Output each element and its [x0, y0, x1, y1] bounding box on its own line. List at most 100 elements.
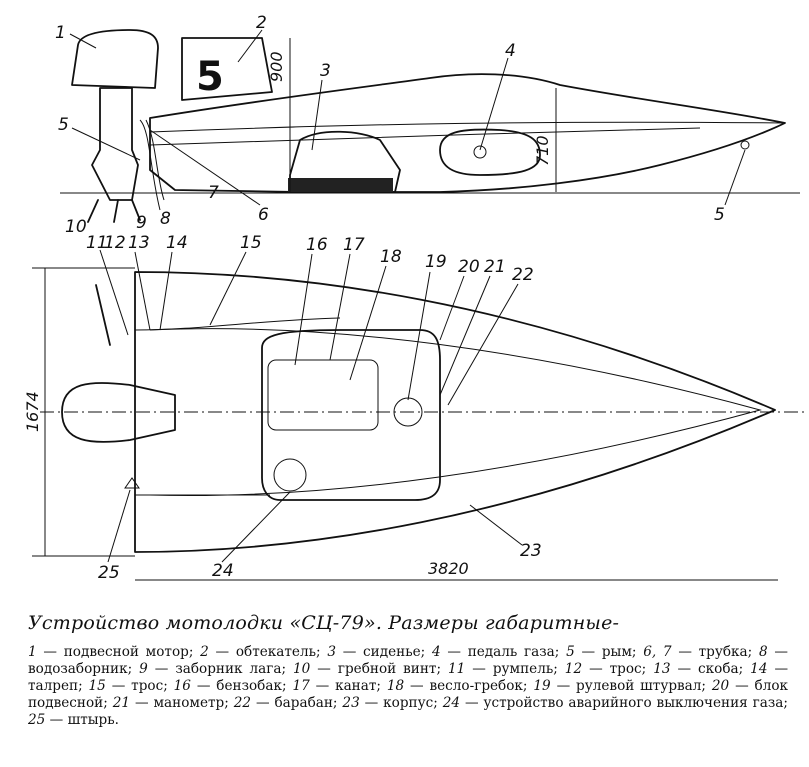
- legend-item-number: 17: [292, 678, 310, 694]
- pipe-7: [145, 119, 165, 201]
- callout-8: 8: [160, 209, 171, 229]
- drum: [273, 458, 307, 492]
- legend-item-number: 1: [28, 644, 37, 660]
- legend-item: 11 — румпель;: [448, 661, 558, 677]
- propeller: [87, 199, 141, 223]
- legend-item-number: 9: [139, 661, 148, 677]
- dim-710-text: 710: [533, 135, 552, 166]
- legend-item-text: обтекатель;: [235, 644, 321, 660]
- callout-16: 16: [306, 235, 328, 255]
- callout-11: 11: [86, 233, 108, 253]
- fuel-tank: [267, 359, 379, 431]
- legend-item-number: 24: [442, 695, 461, 711]
- legend-item: 9 — заборник лага;: [139, 661, 287, 677]
- callout-12: 12: [104, 233, 126, 253]
- legend-item-text: гребной винт;: [337, 661, 442, 677]
- leader-23: [469, 504, 523, 546]
- top-motor: [61, 382, 176, 443]
- leader-14: [159, 251, 173, 331]
- legend-item-number: 22: [233, 695, 252, 711]
- legend-item: 5 — рым;: [566, 644, 637, 660]
- leader-4: [479, 57, 509, 151]
- callout-22: 22: [512, 265, 534, 285]
- pin: [124, 477, 140, 489]
- legend-item: 12 — трос;: [564, 661, 647, 677]
- legend-item: 1 — подвесной мотор;: [28, 644, 194, 660]
- pipe-6: [139, 119, 161, 211]
- leader-13: [134, 251, 151, 331]
- tiller: [95, 284, 111, 346]
- legend-item: 2 — обтекатель;: [200, 644, 321, 660]
- gas-pedal: [473, 145, 487, 159]
- callout-18: 18: [380, 247, 402, 267]
- legend-item-text: подвесной мотор;: [63, 644, 194, 660]
- legend-item-number: 16: [173, 678, 191, 694]
- callout-9: 9: [136, 213, 147, 233]
- callout-21: 21: [484, 257, 506, 277]
- leader-2: [237, 29, 263, 63]
- legend-item-text: блок подвесной;: [28, 678, 789, 711]
- callout-5b: 5: [714, 205, 725, 225]
- side-view: 5 900 710: [60, 29, 800, 223]
- callout-10: 10: [65, 217, 87, 237]
- legend-item: 16 — бензобак;: [173, 678, 287, 694]
- legend-item: 8 — водозаборник;: [28, 644, 788, 677]
- top-view: 1674 3820: [23, 267, 808, 581]
- legend-item-text: корпус;: [383, 695, 438, 711]
- leader-3: [311, 79, 323, 151]
- legend-item-text: водозаборник;: [28, 661, 133, 677]
- legend-item: 20 — блок подвесной;: [28, 678, 789, 711]
- legend-item: 3 — сиденье;: [327, 644, 426, 660]
- callout-2: 2: [256, 13, 267, 33]
- legend-item-text: трос;: [609, 661, 647, 677]
- gas-pedal-housing: [439, 128, 541, 176]
- side-sheer-line: [149, 121, 786, 133]
- legend-item-number: 8: [758, 644, 768, 660]
- legend-item-number: 5: [566, 644, 575, 660]
- legend-item-text: канат;: [335, 678, 381, 694]
- callout-24: 24: [212, 561, 234, 581]
- callout-4: 4: [505, 41, 516, 61]
- legend-item-number: 20: [711, 678, 730, 694]
- legend-item: 25 — штырь.: [28, 712, 119, 728]
- legend-item: 22 — барабан;: [233, 695, 338, 711]
- callout-23: 23: [520, 541, 542, 561]
- legend-item-number: 21: [112, 695, 131, 711]
- outboard-motor-head: [71, 29, 159, 89]
- legend-item: 4 — педаль газа;: [431, 644, 560, 660]
- legend-item-text: трубка;: [698, 644, 753, 660]
- legend-item: 19 — рулевой штурвал;: [533, 678, 707, 694]
- cable-15: [134, 317, 341, 331]
- callout-5a: 5: [58, 115, 69, 135]
- legend-item-number: 25: [28, 712, 46, 728]
- callout-6: 6: [258, 205, 269, 225]
- dim-3820-text: 3820: [428, 559, 469, 578]
- legend-item-number: 11: [448, 661, 466, 677]
- leader-12: [99, 249, 129, 336]
- legend-item-text: педаль газа;: [467, 644, 560, 660]
- leader-6: [149, 129, 261, 206]
- legend-item: 23 — корпус;: [342, 695, 438, 711]
- leader-20: [439, 275, 465, 341]
- dim-900-text: 900: [267, 51, 286, 82]
- legend-item-number: 19: [533, 678, 551, 694]
- legend-item-text: румпель;: [492, 661, 558, 677]
- fairing-badge-text: 5: [196, 54, 224, 100]
- leader-19: [407, 271, 431, 401]
- side-chine-line: [149, 127, 701, 146]
- leader-21: [439, 275, 491, 396]
- leader-5b: [724, 149, 746, 206]
- fairing: [181, 37, 273, 101]
- leader-15: [209, 251, 247, 326]
- legend-item: 10 — гребной винт;: [293, 661, 442, 677]
- legend-item: 6, 7 — трубка;: [643, 644, 753, 660]
- legend-item-text: бензобак;: [216, 678, 287, 694]
- top-hull: [134, 271, 776, 553]
- bow-ring: [740, 140, 750, 150]
- legend-item-number: 14: [750, 661, 768, 677]
- legend-item: 18 — весло-гребок;: [386, 678, 528, 694]
- legend-item-number: 15: [88, 678, 106, 694]
- callout-17: 17: [343, 235, 365, 255]
- callout-25: 25: [98, 563, 120, 583]
- callout-3: 3: [320, 61, 331, 81]
